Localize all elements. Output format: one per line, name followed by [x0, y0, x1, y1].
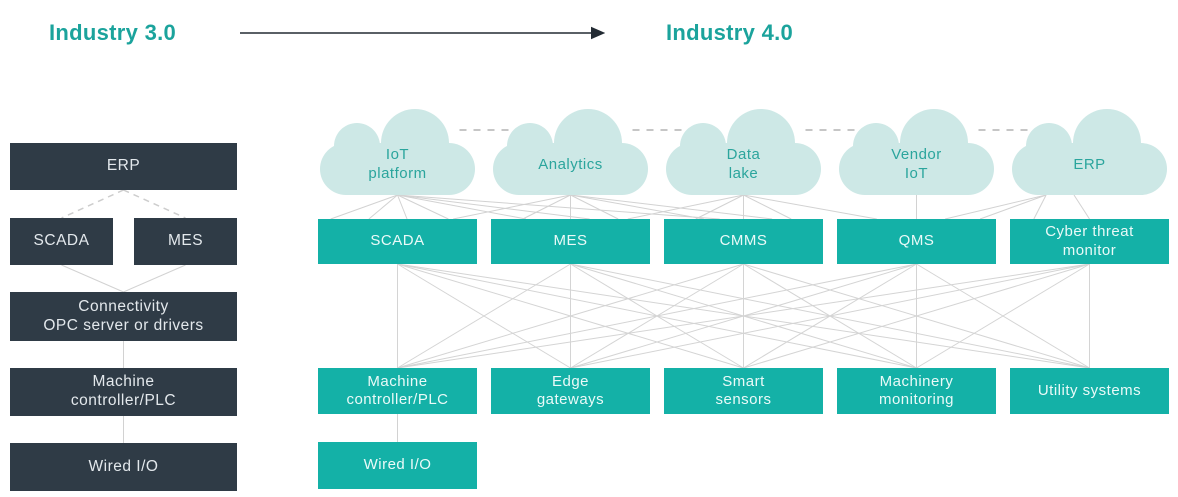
connection-line	[695, 194, 744, 220]
box-label: Smart sensors	[715, 372, 772, 408]
connection-line	[397, 194, 449, 220]
connection-line	[570, 194, 704, 220]
box-cmms-40: CMMS	[664, 219, 823, 264]
box-smart-sensors-40: Smart sensors	[664, 368, 823, 414]
connection-line	[397, 263, 917, 369]
box-erp-30: ERP	[10, 143, 237, 190]
box-label: Machine controller/PLC	[70, 373, 177, 409]
box-label: QMS	[898, 232, 935, 250]
box-label: Wired I/O	[363, 456, 432, 474]
box-label: ERP	[106, 157, 141, 175]
box-machinery-monitoring-40: Machinery monitoring	[837, 368, 996, 414]
connection-line	[61, 264, 124, 293]
connection-line	[368, 194, 398, 220]
cloud-label: IoT platform	[368, 146, 427, 182]
box-mes-30: MES	[134, 218, 237, 265]
connection-line	[397, 263, 571, 369]
connection-line	[330, 194, 398, 220]
box-connectivity-30: Connectivity OPC server or drivers	[10, 292, 237, 341]
box-scada-30: SCADA	[10, 218, 113, 265]
cloud-label: ERP	[1073, 155, 1106, 173]
connection-line	[123, 264, 186, 293]
connection-line	[570, 194, 619, 220]
box-label: MES	[553, 232, 588, 250]
cloud-analytics: Analytics	[493, 109, 648, 195]
cloud-erp: ERP	[1012, 109, 1167, 195]
connection-line	[123, 189, 186, 219]
connection-line	[397, 194, 720, 220]
connection-line	[1033, 194, 1047, 220]
connection-line	[916, 263, 1090, 369]
box-machine-controller-30: Machine controller/PLC	[10, 368, 237, 416]
connection-line	[397, 194, 590, 220]
connection-line	[743, 194, 877, 220]
connection-line	[570, 194, 773, 220]
box-cyber-threat-monitor-40: Cyber threat monitor	[1010, 219, 1169, 264]
box-wired-io-40: Wired I/O	[318, 442, 477, 489]
box-scada-40: SCADA	[318, 219, 477, 264]
box-label: Connectivity OPC server or drivers	[43, 297, 204, 334]
box-label: SCADA	[33, 232, 90, 250]
box-label: Utility systems	[1037, 381, 1142, 399]
box-label: Machine controller/PLC	[346, 372, 449, 408]
industry-4-title: Industry 4.0	[666, 20, 794, 45]
connection-line	[570, 263, 1090, 369]
connection-line	[397, 263, 1090, 369]
connection-line	[453, 194, 571, 220]
box-mes-40: MES	[491, 219, 650, 264]
box-utility-systems-40: Utility systems	[1010, 368, 1169, 414]
cloud-label: Vendor IoT	[891, 146, 942, 182]
box-label: CMMS	[719, 232, 768, 250]
cloud-vendor-iot: Vendor IoT	[839, 109, 994, 195]
cloud-label: Analytics	[538, 155, 603, 173]
connection-line	[397, 194, 527, 220]
connection-line	[945, 194, 1047, 220]
connection-line	[743, 194, 792, 220]
industry-3-title: Industry 3.0	[49, 20, 177, 45]
cloud-label: Data lake	[726, 146, 761, 182]
connection-line	[743, 263, 1090, 369]
connection-line	[522, 194, 571, 220]
connection-line	[397, 194, 408, 220]
box-label: Wired I/O	[88, 457, 159, 475]
box-qms-40: QMS	[837, 219, 996, 264]
connection-line	[397, 263, 744, 369]
box-label: MES	[167, 232, 204, 250]
connection-line	[627, 194, 744, 220]
cloud-data-lake: Data lake	[666, 109, 821, 195]
box-label: Cyber threat monitor	[1045, 223, 1134, 259]
connection-line	[1073, 194, 1090, 220]
box-wired-io-30: Wired I/O	[10, 443, 237, 491]
box-machine-controller-40: Machine controller/PLC	[318, 368, 477, 414]
cloud-iot-platform: IoT platform	[320, 109, 475, 195]
box-label: Edge gateways	[536, 372, 605, 408]
connection-line	[979, 194, 1047, 220]
box-label: SCADA	[370, 232, 425, 250]
box-label: Machinery monitoring	[878, 372, 955, 408]
box-edge-gateways-40: Edge gateways	[491, 368, 650, 414]
connection-line	[61, 189, 124, 219]
